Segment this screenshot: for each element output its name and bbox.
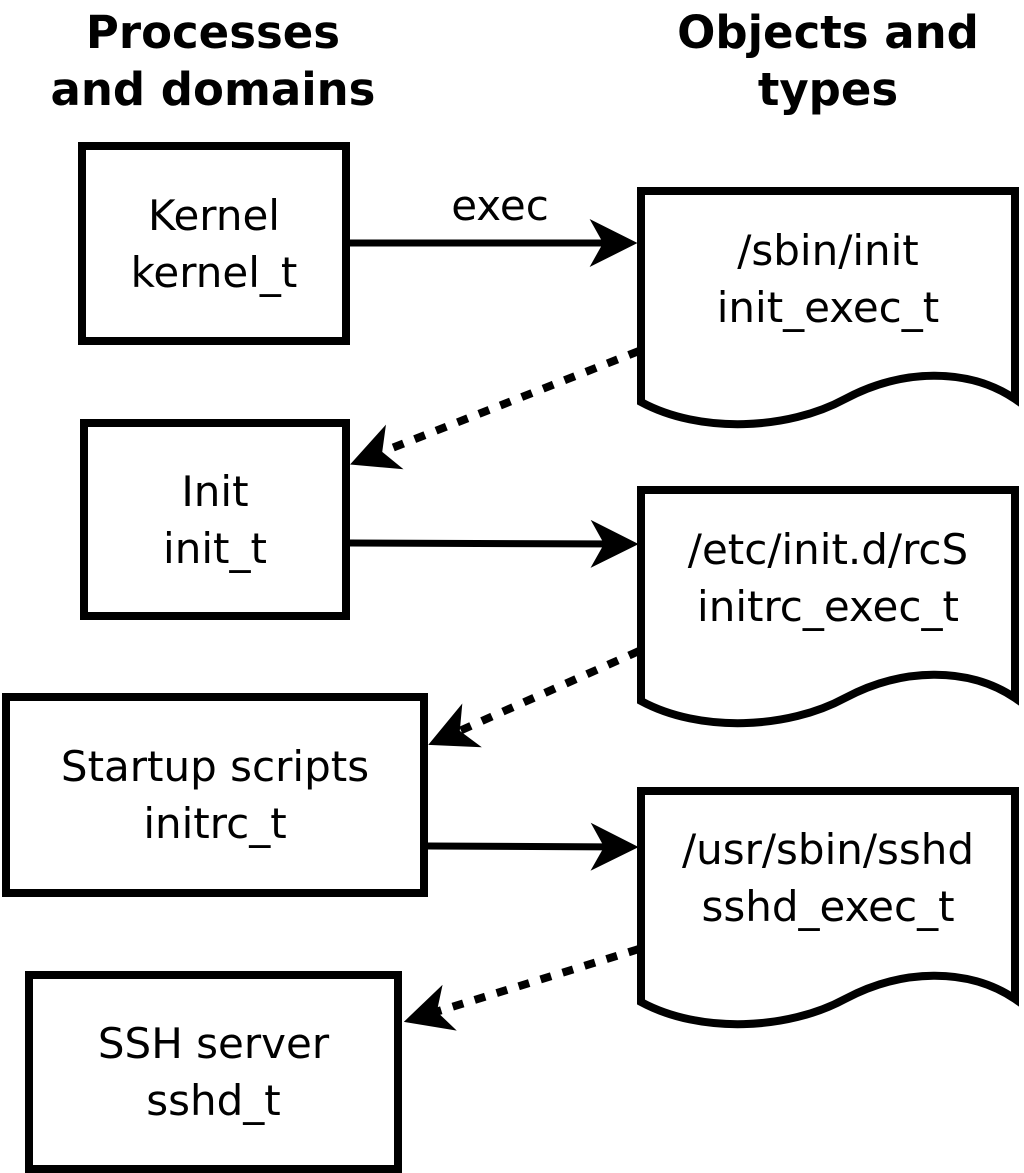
process-label: Kernel <box>148 190 280 240</box>
process-domain: kernel_t <box>130 247 298 297</box>
object-label-sbin-init: /sbin/init init_exec_t <box>641 222 1015 336</box>
process-box-startup-scripts: Startup scripts initrc_t <box>2 693 428 897</box>
process-label: Init <box>181 466 249 516</box>
exec-edge-label: exec <box>451 181 549 230</box>
document-shape-etc-initd-rcs <box>637 486 1019 728</box>
process-label: SSH server <box>97 1019 330 1068</box>
process-domain: initrc_t <box>143 799 287 848</box>
object-path: /usr/sbin/sshd <box>681 825 975 874</box>
column-header-objects: Objects and types <box>639 4 1017 118</box>
process-box-init: Init init_t <box>80 419 350 620</box>
document-shape-sbin-init <box>637 187 1019 429</box>
object-type: init_exec_t <box>716 283 940 332</box>
column-header-objects-line1: Objects and <box>677 6 979 59</box>
transition-arrow-sshd-exec-to-sshd-t <box>403 945 641 1031</box>
process-box-kernel: Kernel kernel_t <box>78 142 350 345</box>
column-header-objects-line2: types <box>757 63 899 116</box>
transition-arrow-init-exec-to-init-t <box>350 347 641 470</box>
column-header-processes: Processes and domains <box>18 4 408 118</box>
object-path: /etc/init.d/rcS <box>687 525 969 574</box>
column-header-processes-line1: Processes <box>85 6 341 59</box>
object-type: sshd_exec_t <box>701 882 955 931</box>
process-domain: init_t <box>163 523 267 573</box>
process-domain: sshd_t <box>146 1076 281 1125</box>
object-label-etc-initd-rcs: /etc/init.d/rcS initrc_exec_t <box>641 521 1015 635</box>
process-label: Startup scripts <box>60 742 370 791</box>
object-type: initrc_exec_t <box>697 582 959 631</box>
object-path: /sbin/init <box>737 226 919 275</box>
column-header-processes-line2: and domains <box>50 63 376 116</box>
transition-arrow-initrc-exec-to-initrc-t <box>428 647 641 748</box>
document-shape-usr-sbin-sshd <box>637 787 1019 1029</box>
object-label-usr-sbin-sshd: /usr/sbin/sshd sshd_exec_t <box>641 821 1015 935</box>
process-box-ssh-server: SSH server sshd_t <box>25 971 402 1173</box>
exec-arrow-init-to-rcs <box>349 519 639 568</box>
exec-arrow-initrc-to-sshd <box>427 822 639 871</box>
